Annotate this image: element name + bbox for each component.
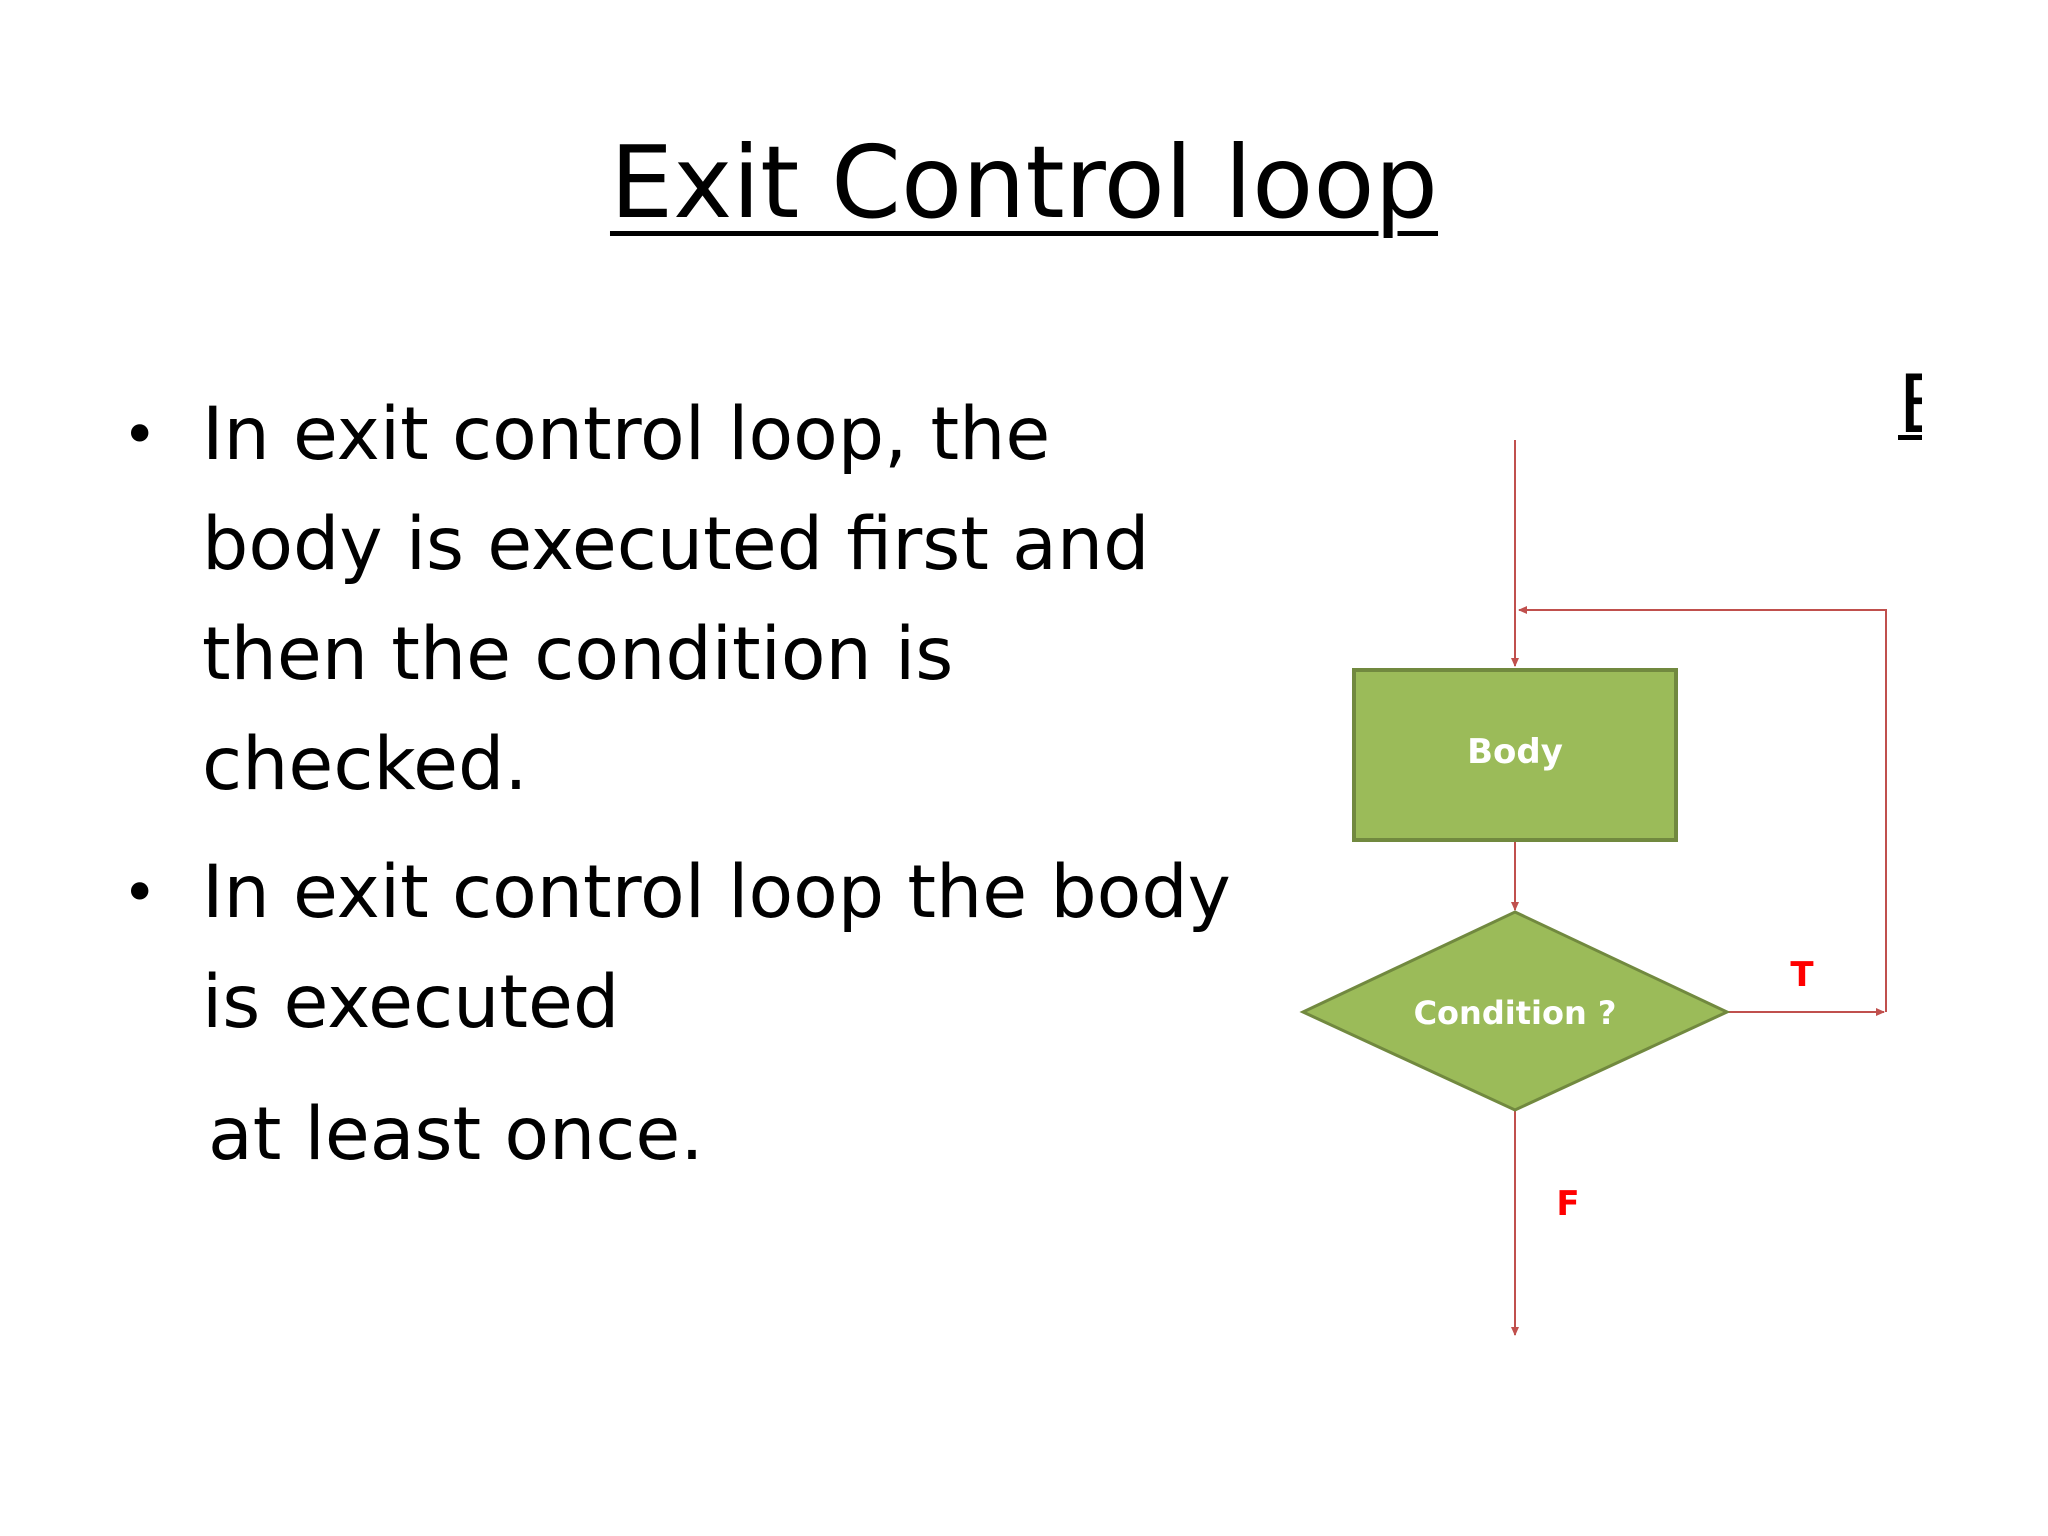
- slide-title: Exit Control loop: [0, 128, 2048, 238]
- bullet-item-2: • In exit control loop the body is execu…: [118, 838, 1248, 1190]
- condition-decision-diamond: [1299, 910, 1731, 1112]
- slide-title-text: Exit Control loop: [609, 124, 1439, 241]
- bullet-text-2: In exit control loop the body is execute…: [202, 850, 1231, 1045]
- condition-decision-label: Condition ?: [1414, 994, 1617, 1032]
- cutoff-heading-fragment: E: [1898, 360, 1922, 450]
- false-branch-label: F: [1556, 1184, 1579, 1224]
- bullet-list: • In exit control loop, the body is exec…: [118, 380, 1248, 1208]
- bullet-item-1: • In exit control loop, the body is exec…: [118, 380, 1248, 820]
- bullet-dot-icon: •: [122, 400, 158, 470]
- loop-back-arrow: [1518, 606, 1887, 1012]
- body-process-label: Body: [1467, 732, 1563, 772]
- bullet-dot-icon: •: [122, 858, 158, 928]
- true-branch-label: T: [1790, 955, 1814, 995]
- body-process-box: [1352, 668, 1678, 842]
- flowchart-diagram: Body Condition ? T F: [1299, 440, 1887, 1336]
- bullet-text-1: In exit control loop, the body is execut…: [202, 392, 1150, 807]
- bullet-text-2-continuation: at least once.: [208, 1092, 704, 1177]
